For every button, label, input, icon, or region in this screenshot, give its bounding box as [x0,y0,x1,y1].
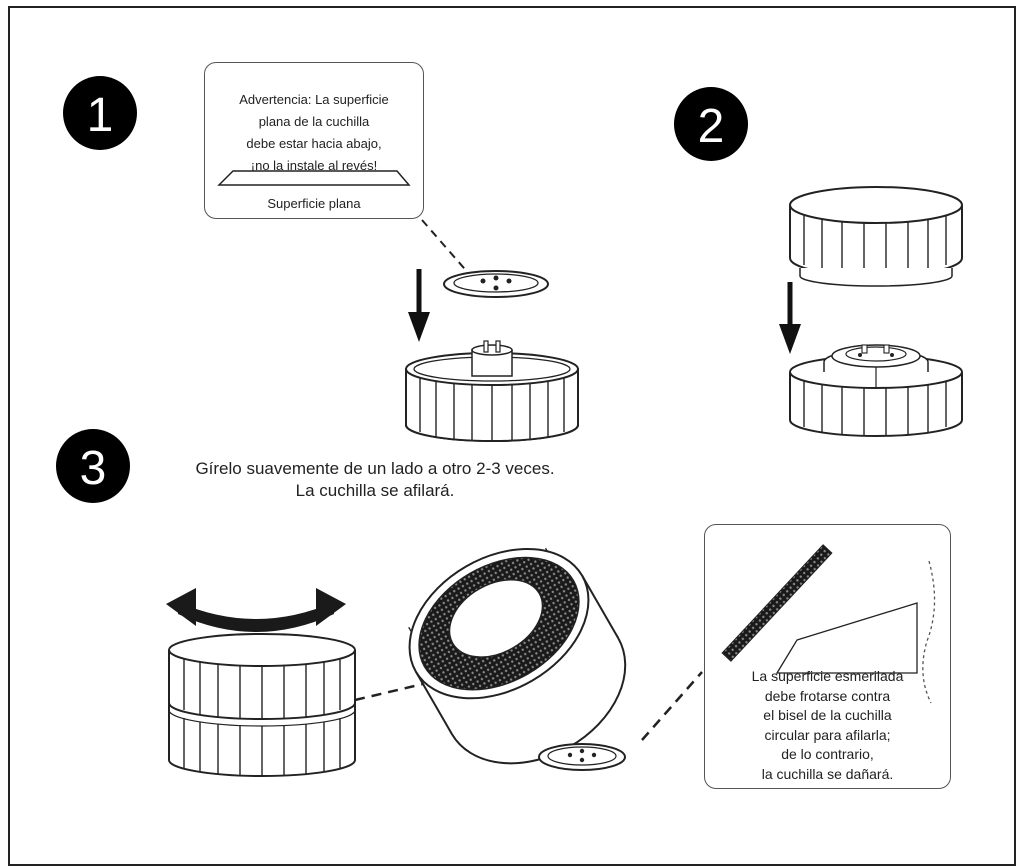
step3-leader-right [642,672,702,740]
rotate-arrows-icon [166,588,346,632]
grinding-note: La superficie esmerilada debe frotarse c… [705,667,950,784]
warning-callout: Advertencia: La superficie plana de la c… [204,62,424,219]
step3-blade [539,744,625,770]
step3-badge: 3 [56,429,130,503]
step2-badge: 2 [674,87,748,161]
step1-blade [444,271,548,297]
step2-top-lid [790,187,962,286]
step2-grinder-base [790,345,962,436]
step1-badge: 1 [63,76,137,150]
step2-down-arrow [779,282,801,354]
step1-down-arrow [408,269,430,342]
step2-number: 2 [698,100,725,153]
flat-surface-label: Superficie plana [205,196,423,211]
step1-grinder-base [406,341,578,441]
step3-instruction: Gírelo suavemente de un lado a otro 2-3 … [140,458,610,502]
step3-number: 3 [80,442,107,495]
step1-number: 1 [87,89,114,142]
grinding-callout: La superficie esmerilada debe frotarse c… [704,524,951,789]
step1-leader-line [422,220,470,275]
step3-assembled-grinder [169,634,355,776]
